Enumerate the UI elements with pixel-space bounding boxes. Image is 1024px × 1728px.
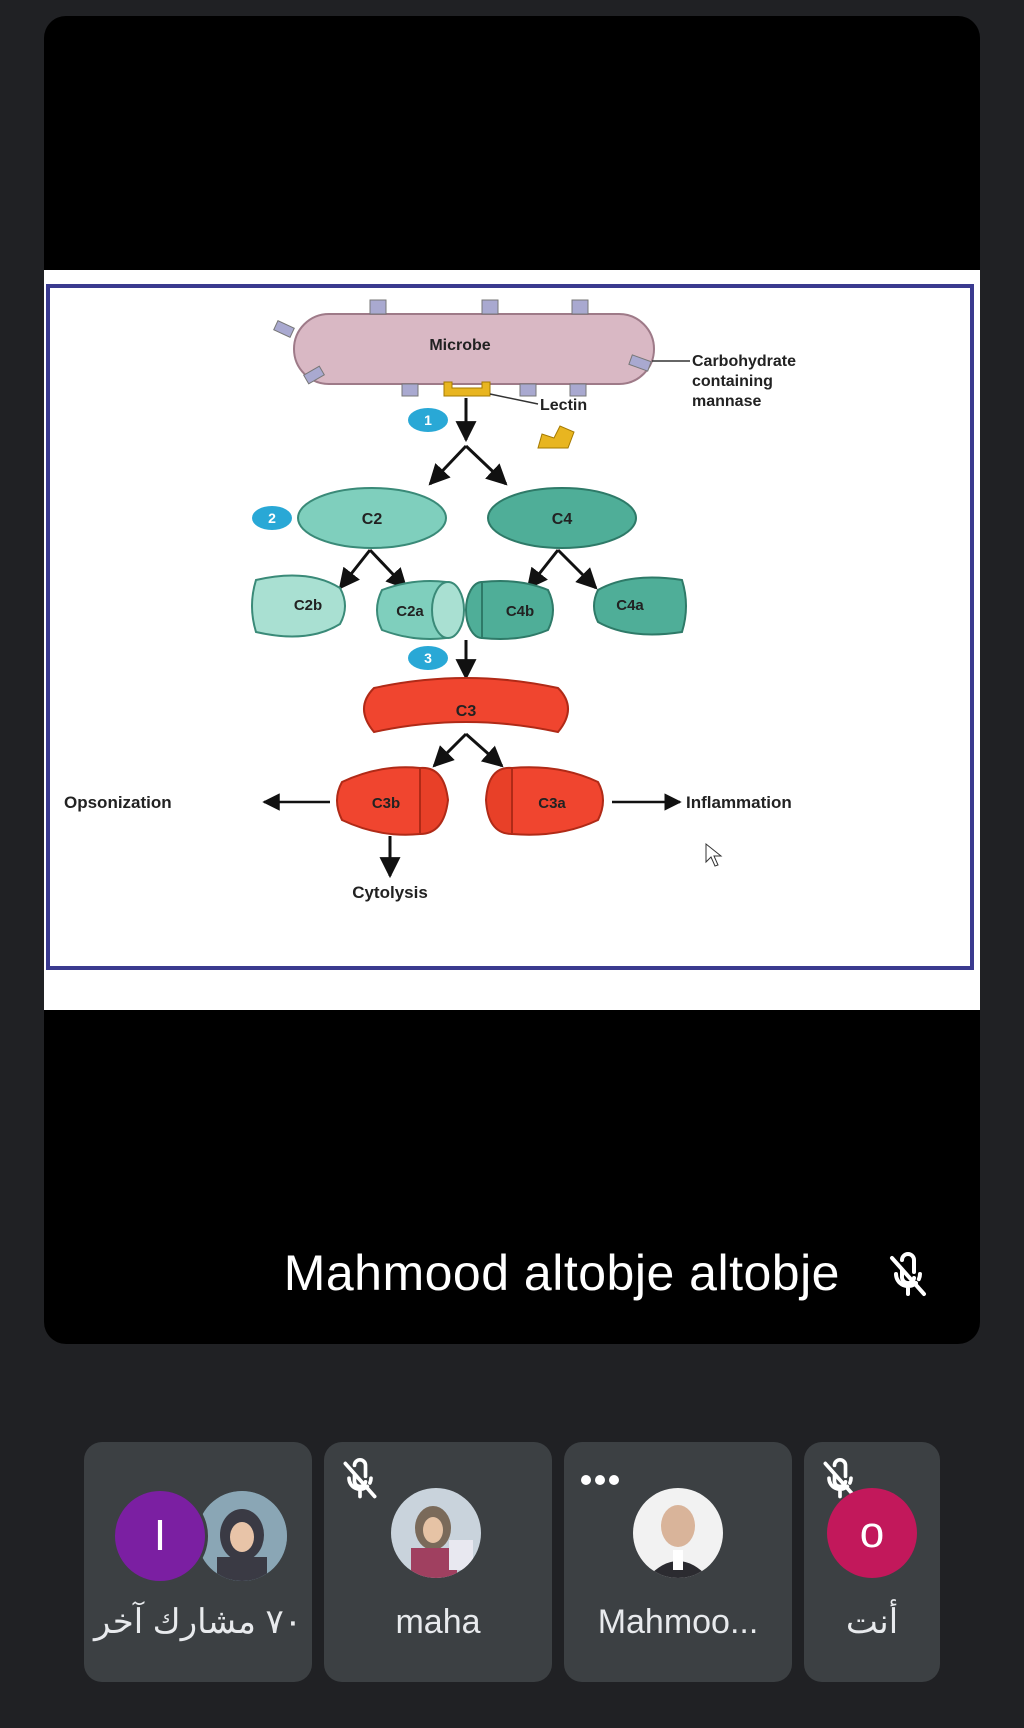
c2b-shape [251,574,346,638]
avatar-maha [391,1488,481,1578]
c4a-shape [593,576,687,636]
mic-off-icon [823,1458,857,1499]
participant-name-mahmood: Mahmoo... [597,1603,759,1641]
participant-tile-mahmood[interactable]: Mahmoo... [564,1442,792,1682]
avatar-letter-o: o [827,1488,917,1578]
participant-tile-maha[interactable]: maha [324,1442,552,1682]
c2-label: C2 [362,511,383,528]
microbe-shape [273,299,655,397]
participant-name-maha: maha [395,1603,481,1641]
inflammation-label: Inflammation [686,793,792,812]
c4-shape [487,487,637,549]
slide-diagram-frame: Microbe Carbohydrate containing mannase … [46,284,974,970]
shared-slide: Microbe Carbohydrate containing mannase … [44,270,980,1010]
step-3-label: 3 [424,650,432,666]
c3b-shape [336,766,421,836]
c4b-shape [481,580,554,640]
step-2-label: 2 [268,510,276,526]
c3a-label: C3a [538,795,566,812]
participant-tile-others[interactable]: I ٧٠ مشارك آخر [84,1442,312,1682]
c2a-label: C2a [396,603,424,620]
participant-name-others: ٧٠ مشارك آخر [94,1603,302,1641]
carbohydrate-label: Carbohydrate [692,353,796,370]
step-1-label: 1 [424,412,432,428]
avatar-mahmood [633,1488,723,1578]
mic-off-icon [890,1252,926,1296]
c4b-label: C4b [506,603,534,620]
containing-label: containing [692,373,773,390]
c2-shape [297,487,447,549]
microbe-label: Microbe [429,337,490,354]
step-2-badge [252,506,292,530]
participant-tile-you[interactable]: o أنت [804,1442,940,1682]
complement-lectin-pathway-diagram: Microbe Carbohydrate containing mannase … [64,299,796,902]
cytolysis-label: Cytolysis [352,883,428,902]
c4a-label: C4a [616,597,644,614]
step-1-badge [408,408,448,432]
c3-shape [363,677,569,734]
c2a-shape [376,580,447,640]
c2b-label: C2b [294,597,322,614]
participant-name-you: أنت [845,1603,899,1641]
active-speaker-name: Mahmood altobje altobje [283,1245,840,1301]
c3b-label: C3b [372,795,400,812]
avatar-hijab [194,1488,290,1584]
opsonization-label: Opsonization [64,793,172,812]
lectin-label: Lectin [540,397,587,414]
mouse-cursor-icon [705,842,723,867]
lectin-free-shape [537,425,575,449]
mannase-label: mannase [692,393,761,410]
step-3-badge [408,646,448,670]
main-video-tile[interactable]: Microbe Carbohydrate containing mannase … [44,16,980,1344]
mic-off-icon [343,1458,377,1499]
lectin-bound-shape [443,381,491,397]
c3a-shape [511,766,604,836]
c4-label: C4 [552,511,573,528]
speaking-dots-icon [581,1475,619,1485]
c3-label: C3 [456,703,477,720]
avatar-letter-i: I [112,1488,208,1584]
